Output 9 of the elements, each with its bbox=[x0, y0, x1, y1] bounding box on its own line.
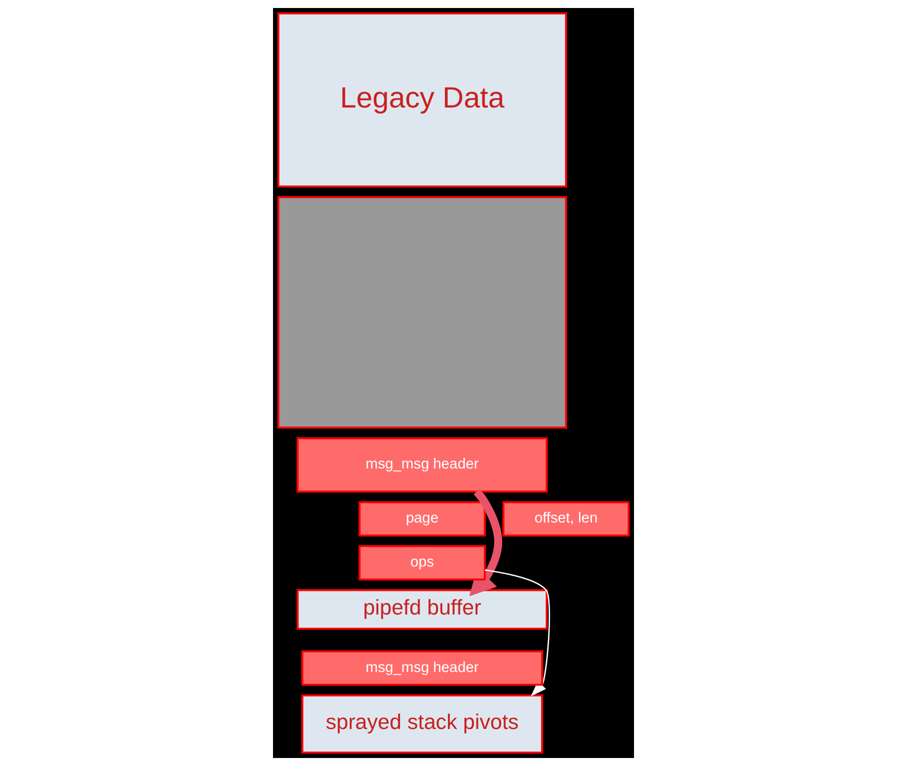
node-box: page bbox=[358, 501, 486, 537]
node-box bbox=[276, 196, 567, 429]
node-box: offset, len bbox=[502, 501, 630, 537]
node-box: ops bbox=[358, 545, 486, 580]
node-box: msg_msg header bbox=[300, 650, 543, 686]
node-box: Legacy Data bbox=[276, 12, 567, 188]
node-box: msg_msg header bbox=[296, 437, 548, 493]
node-box: pipefd buffer bbox=[296, 589, 548, 630]
node-box: sprayed stack pivots bbox=[300, 694, 543, 754]
